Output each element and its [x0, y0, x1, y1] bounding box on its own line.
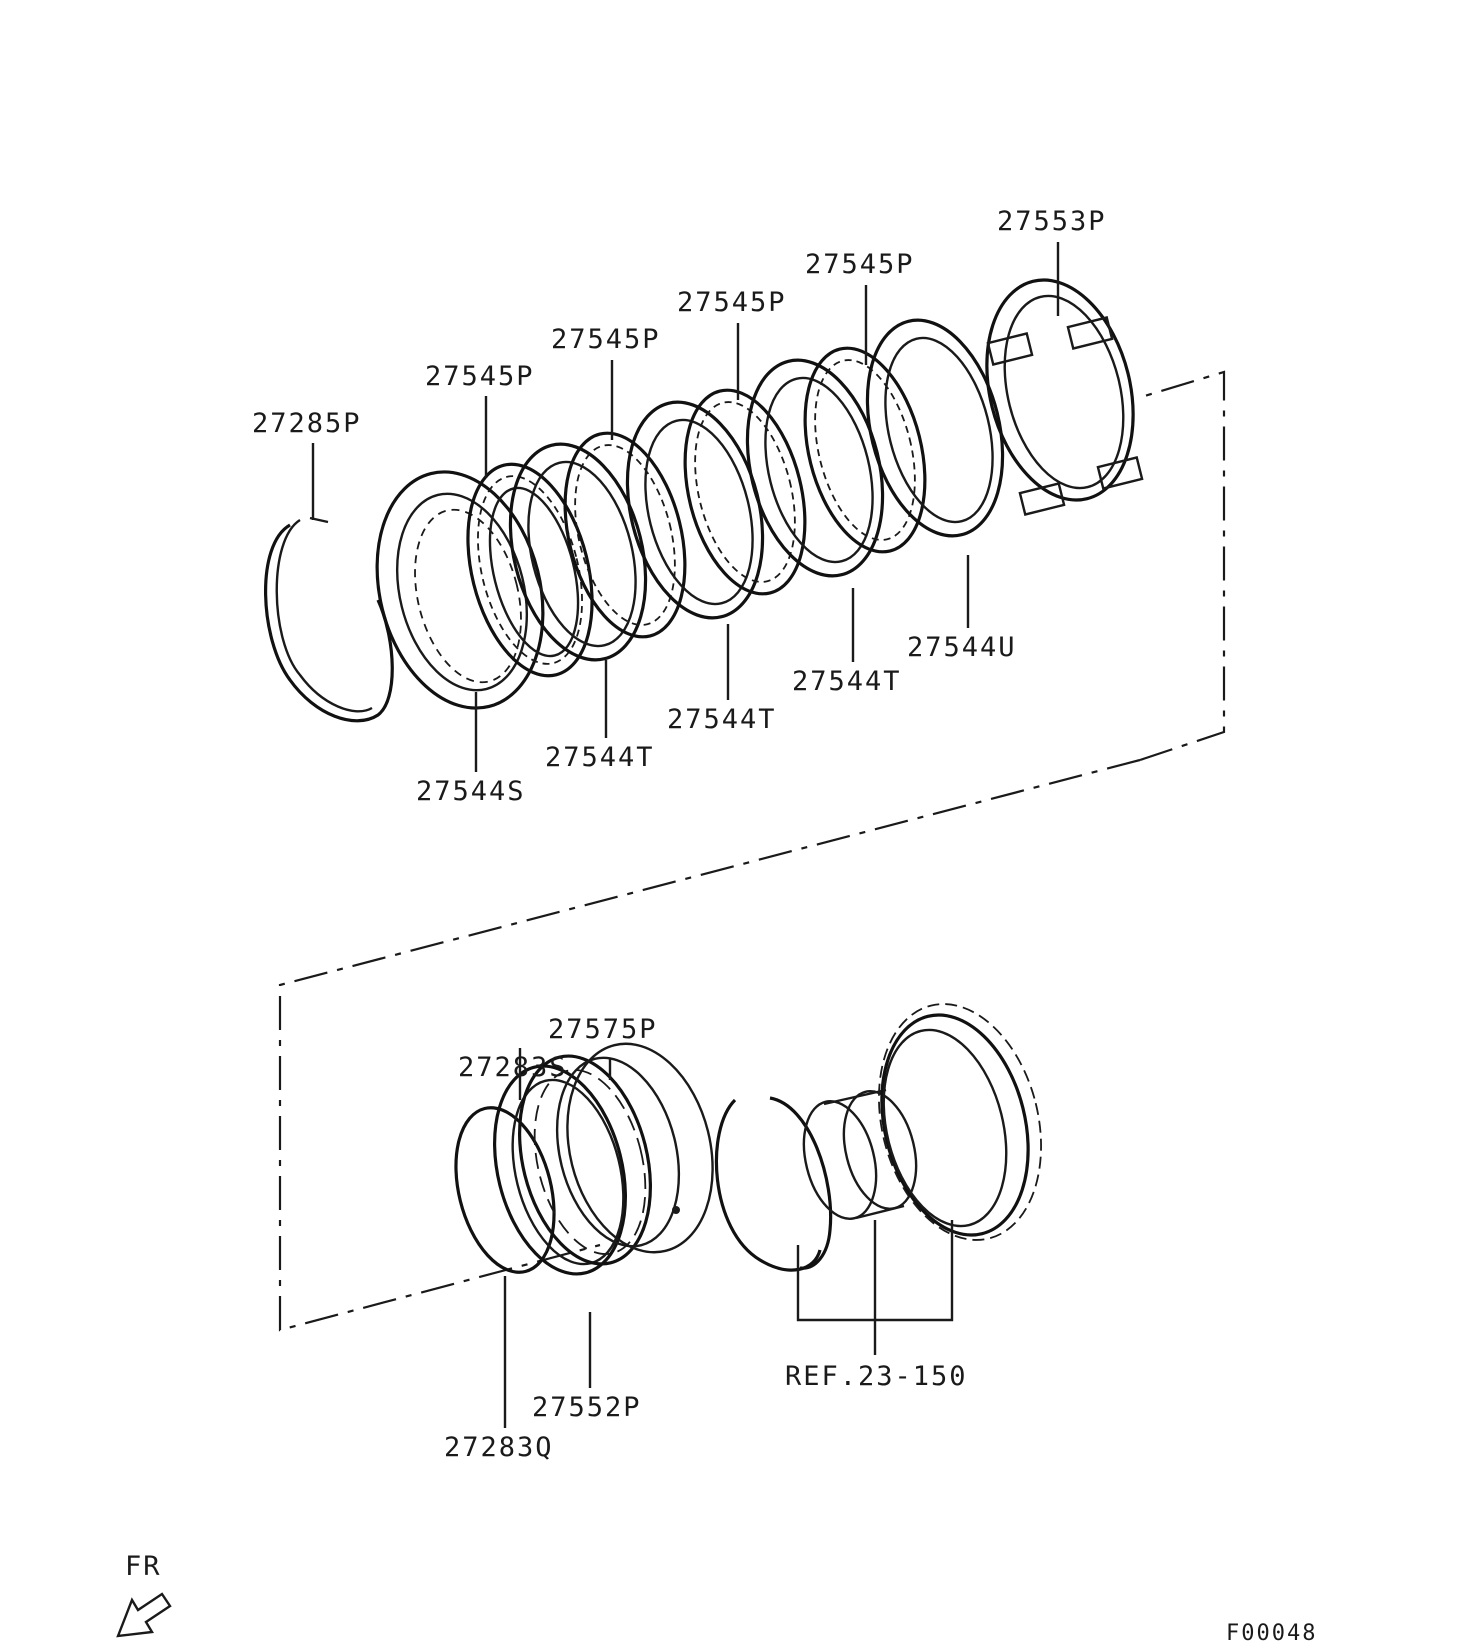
clutch-plate-27545P-1 — [466, 462, 594, 678]
clutch-plate-27545P-2 — [563, 431, 687, 639]
label-figure-code: F00048 — [1226, 1621, 1317, 1646]
label-return-spring: 27552P — [532, 1392, 642, 1423]
section-boundary — [278, 370, 1226, 1332]
clutch-disc-27544T-1 — [508, 442, 648, 662]
label-retainer: 27553P — [997, 206, 1107, 237]
clutch-disc-27544U — [865, 318, 1005, 538]
leader-lines — [311, 242, 1060, 1428]
clutch-plate-27545P-3 — [683, 388, 807, 596]
clutch-hub-ref — [802, 1003, 1042, 1241]
label-disc-t1: 27544T — [545, 742, 655, 773]
snap-ring-ref — [714, 1096, 833, 1272]
snap-ring-27285P — [264, 516, 394, 723]
label-plate-1: 27545P — [425, 361, 535, 392]
label-seal-outer: 27283S — [458, 1052, 568, 1083]
label-plate-2: 27545P — [551, 324, 661, 355]
clutch-disc-27544T-3 — [745, 358, 885, 578]
label-piston: 27575P — [548, 1014, 658, 1045]
label-plate-3: 27545P — [677, 287, 787, 318]
return-spring-27552P — [518, 1054, 652, 1266]
clutch-disc-27544S — [375, 470, 545, 710]
label-disc-t2: 27544T — [667, 704, 777, 735]
label-snap-ring-front: 27285P — [252, 408, 362, 439]
clutch-plate-27545P-4 — [803, 346, 927, 554]
label-plate-4: 27545P — [805, 249, 915, 280]
label-disc-s: 27544S — [416, 776, 526, 807]
label-disc-u: 27544U — [907, 632, 1017, 663]
front-arrow-icon — [116, 1592, 172, 1638]
label-disc-t3: 27544T — [792, 666, 902, 697]
label-orientation: FR — [125, 1551, 162, 1582]
retainer-plate-27553P — [985, 278, 1144, 516]
label-seal-inner: 27283Q — [444, 1432, 554, 1463]
piston-27575P — [555, 1042, 714, 1254]
label-reference: REF.23-150 — [785, 1361, 968, 1392]
seal-27283Q — [454, 1106, 556, 1274]
